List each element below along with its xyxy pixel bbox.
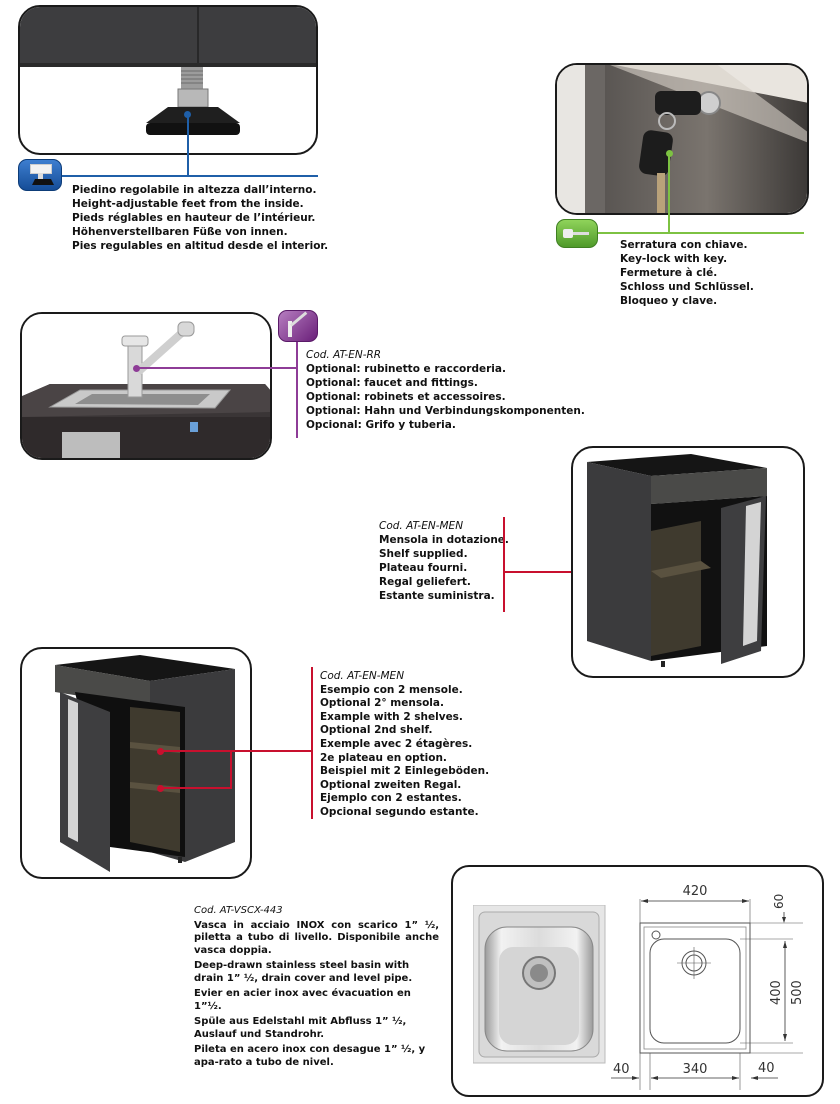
shelf2-line: Beispiel mit 2 Einlegeböden. [320,765,490,778]
faucet-pointer-vertical [296,341,298,438]
shelf2-bracket-vertical [311,667,313,819]
feet-photo [18,5,318,155]
faucet-line: Opcional: Grifo y tuberia. [306,419,456,431]
lock-photo [555,63,809,215]
feet-line: Piedino regolabile in altezza dall’inter… [72,184,317,196]
faucet-icon [278,310,318,342]
lock-line: Fermeture à clé. [620,267,718,279]
shelf2-line: Optional zweiten Regal. [320,778,462,791]
key-lock-icon [556,219,598,248]
dim-width-inner: 340 [683,1062,708,1077]
basin-paragraph-en: Deep-drawn stainless steel basin with dr… [194,960,413,984]
lock-line: Bloqueo y clave. [620,295,718,307]
dim-left-margin: 40 [613,1062,630,1077]
feet-line: Pies regulables en altitud desde el inte… [72,240,329,252]
shelf2-pointer-dot-upper [157,748,164,755]
lock-pointer-horizontal [598,232,804,234]
faucet-description: Cod. AT-EN-RR Optional: rubinetto e racc… [306,348,585,432]
basin-code: Cod. AT-VSCX-443 [194,905,283,916]
lock-description: Serratura con chiave. Key-lock with key.… [620,238,754,308]
basin-drawing-panel: 420 60 500 400 340 40 40 [451,865,824,1097]
feet-pointer-vertical [187,113,189,176]
shelf2-line: Example with 2 shelves. [320,710,463,723]
shelf2-line: Esempio con 2 mensole. [320,683,463,696]
feet-line: Höhenverstellbaren Füße von innen. [72,226,288,238]
shelf2-pointer-dot-lower [157,785,164,792]
faucet-line: Optional: robinets et accessoires. [306,391,506,403]
dim-height-inner: 400 [769,980,784,1005]
feet-line: Height-adjustable feet from the inside. [72,198,304,210]
lock-line: Schloss und Schlüssel. [620,281,754,293]
shelf2-code: Cod. AT-EN-MEN [320,670,405,682]
adjustable-foot-icon [18,159,62,191]
basin-photo [473,905,606,1064]
basin-paragraph-de: Spüle aus Edelstahl mit Abfluss 1” ½, Au… [194,1016,407,1040]
basin-paragraph-fr: Evier en acier inox avec évacuation en 1… [194,988,411,1012]
lock-pointer-vertical [668,152,670,234]
faucet-pointer-dot [133,365,140,372]
shelf2-line: Optional 2nd shelf. [320,724,433,737]
basin-paragraph-es: Pileta en acero inox con desague 1” ½, y… [194,1044,426,1068]
shelf-description: Cod. AT-EN-MEN Mensola in dotazione. She… [379,519,509,603]
faucet-line: Optional: Hahn und Verbindungskomponente… [306,405,585,417]
feet-pointer-horizontal [60,175,318,177]
basin-technical-drawing: 420 60 500 400 340 40 40 [611,884,803,1090]
shelf2-pointer-horizontal [230,750,312,752]
cabinet-two-shelves-photo [20,647,252,879]
shelf2-pointer-lower [161,787,231,789]
shelf-line: Estante suministra. [379,590,495,602]
faucet-photo [20,312,272,460]
shelf2-line: Optional 2° mensola. [320,697,444,710]
dim-top-margin: 60 [772,894,786,909]
faucet-code: Cod. AT-EN-RR [306,349,382,361]
shelf2-line: Opcional segundo estante. [320,805,479,818]
shelf-code: Cod. AT-EN-MEN [379,520,464,532]
faucet-pointer-horizontal [137,367,297,369]
shelf2-pointer-join [230,750,232,789]
feet-pointer-dot [184,111,191,118]
dim-height-total: 500 [790,980,803,1005]
shelf2-description: Cod. AT-EN-MEN Esempio con 2 mensole. Op… [320,670,489,820]
dim-right-margin: 40 [758,1061,775,1076]
lock-line: Serratura con chiave. [620,239,748,251]
shelf-line: Regal geliefert. [379,576,471,588]
shelf2-pointer-upper [161,750,231,752]
shelf2-line: 2e plateau en option. [320,751,447,764]
dim-width-total: 420 [683,884,708,899]
feet-description: Piedino regolabile in altezza dall’inter… [72,183,328,253]
basin-description: Cod. AT-VSCX-443 Vasca in acciaio INOX c… [194,905,439,1072]
faucet-line: Optional: faucet and fittings. [306,377,478,389]
shelf-bracket-vertical [503,517,505,612]
lock-line: Key-lock with key. [620,253,728,265]
feet-line: Pieds réglables en hauteur de l’intérieu… [72,212,316,224]
shelf2-line: Exemple avec 2 étagères. [320,737,473,750]
shelf2-line: Ejemplo con 2 estantes. [320,792,462,805]
cabinet-one-shelf-photo [571,446,805,678]
basin-paragraph-it: Vasca in acciaio INOX con scarico 1” ½, … [194,919,439,956]
shelf-line: Shelf supplied. [379,548,468,560]
shelf-line: Plateau fourni. [379,562,468,574]
faucet-line: Optional: rubinetto e raccorderia. [306,363,506,375]
shelf-line: Mensola in dotazione. [379,534,509,546]
